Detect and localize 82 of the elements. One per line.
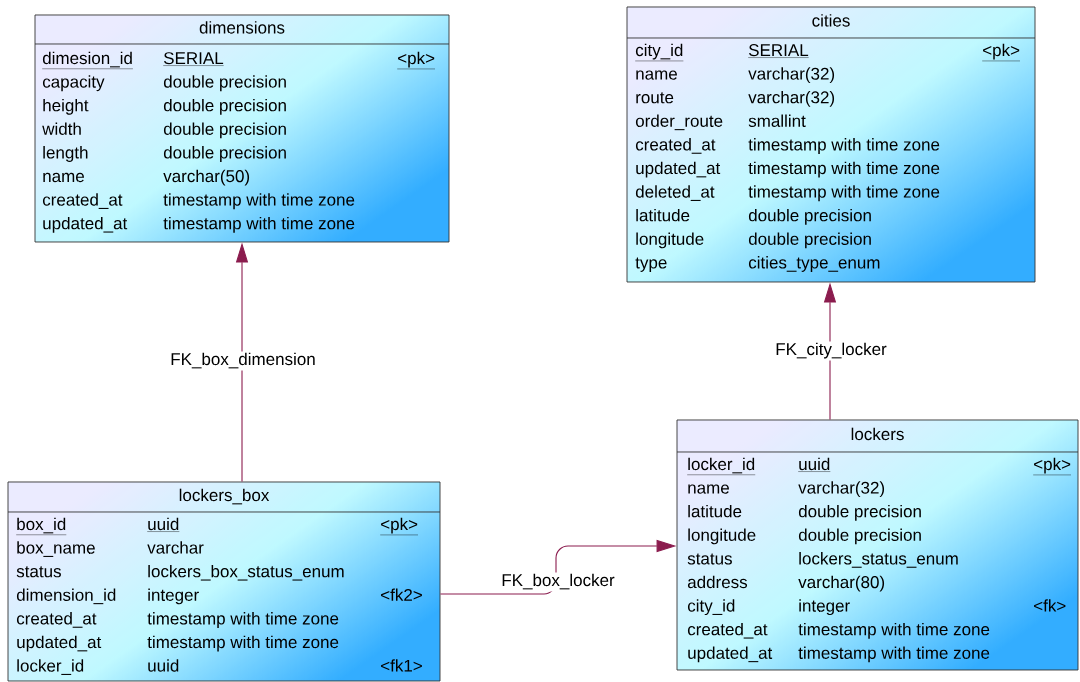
column-name: city_id [687,599,735,616]
column-type: timestamp with time zone [748,185,940,202]
column-name: dimesion_id [42,51,134,69]
column-type: double precision [163,122,286,139]
column-type: double precision [163,146,286,162]
column-type: double precision [748,232,871,249]
column-type: varchar(32) [748,90,835,107]
column-name: latitude [688,504,742,518]
column-type: double precision [163,98,286,115]
column-type: cities_type_enum [748,256,880,272]
column-name: created_at [16,612,97,628]
column-type: integer [148,588,199,605]
column-name: box_name [17,541,95,557]
column-name: box_id [16,517,67,535]
column-name: longitude [636,232,704,249]
column-type: double precision [798,504,921,521]
column-name: name [636,70,677,80]
column-name: locker_id [687,457,756,475]
table-title: dimensions [199,21,285,34]
column-type: SERIAL [748,44,809,58]
table-title: lockers [851,427,904,441]
column-name: updated_at [17,635,102,652]
column-type: double precision [748,208,871,225]
column-name: locker_id [17,659,84,675]
column-name: dimension_id [16,588,116,605]
column-type: double precision [798,528,921,545]
entity-table [34,14,450,243]
column-name: updated_at [688,646,773,663]
edge-label: FK_city_locker [773,341,889,361]
column-type: uuid [148,659,179,672]
column-type: double precision [163,75,286,92]
column-type: integer [799,599,850,616]
entity-table [7,481,441,682]
column-type: timestamp with time zone [163,216,355,233]
column-name: longitude [688,528,756,545]
table-title: cities [812,14,850,27]
entity-table [626,6,1036,283]
column-name: created_at [687,622,768,639]
column-type: lockers_box_status_enum [148,564,344,581]
key-marker: <fk1> [381,659,422,672]
column-name: name [43,172,84,183]
column-name: status [687,553,732,565]
column-name: status [16,566,61,578]
column-name: updated_at [636,161,721,178]
edge-label: FK_box_locker [499,572,617,592]
column-name: order_route [635,114,723,131]
column-type: varchar(32) [798,481,885,498]
column-type: timestamp with time zone [163,193,355,210]
column-type: smallint [748,114,806,127]
column-type: timestamp with time zone [147,635,339,652]
column-name: updated_at [43,216,128,233]
column-name: created_at [42,193,123,209]
column-name: latitude [636,208,690,222]
column-type: timestamp with time zone [147,612,339,628]
column-name: created_at [635,138,716,154]
key-marker: <fk2> [381,588,422,601]
column-name: length [43,146,88,162]
column-type: timestamp with time zone [798,646,990,663]
column-type: timestamp with time zone [798,622,990,639]
column-name: address [687,575,748,589]
column-name: capacity [42,75,105,92]
column-name: city_id [635,43,684,62]
column-name: deleted_at [635,185,715,201]
column-name: height [43,98,89,115]
column-name: name [688,484,729,494]
table-title: lockers_box [179,488,270,505]
column-name: route [636,92,674,104]
column-type: varchar [147,541,204,554]
column-type: uuid [798,457,831,472]
edge-label: FK_box_dimension [168,351,318,371]
column-type: timestamp with time zone [748,138,940,154]
column-name: type [635,257,667,272]
column-type: varchar(50) [163,169,250,186]
key-marker: <fk> [1034,599,1066,612]
column-type: SERIAL [163,52,224,66]
column-type: uuid [147,517,180,532]
column-type: varchar(80) [798,575,885,592]
entity-table [676,419,1079,671]
column-name: width [42,122,81,135]
column-type: varchar(32) [748,67,835,84]
column-type: lockers_status_enum [799,552,958,568]
column-type: timestamp with time zone [748,161,940,178]
